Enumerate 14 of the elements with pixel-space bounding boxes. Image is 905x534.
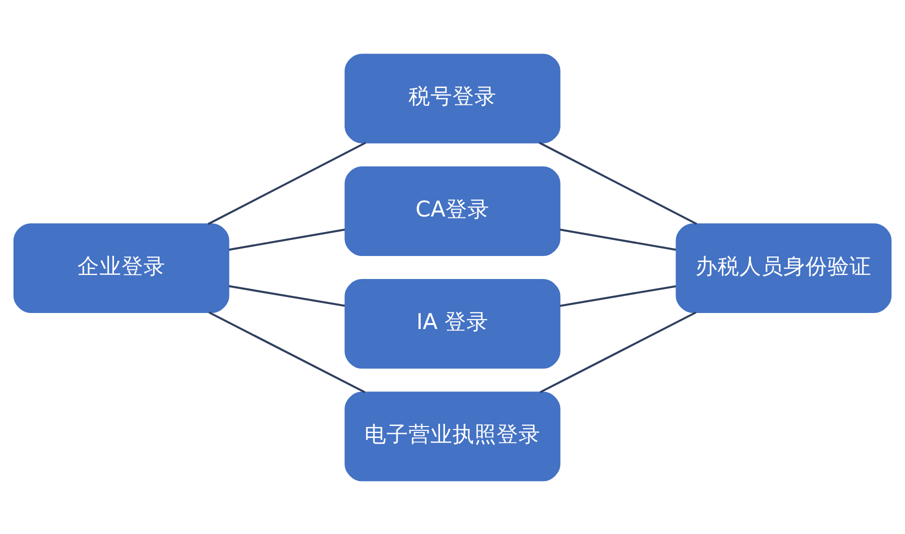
connector xyxy=(208,141,366,224)
node-box: CA登录 xyxy=(344,166,560,256)
connector xyxy=(228,284,345,306)
connector xyxy=(228,228,345,250)
connector xyxy=(560,228,676,250)
node-box: 办税人员身份验证 xyxy=(676,222,892,312)
node-box: 税号登录 xyxy=(344,53,560,143)
node-box: 企业登录 xyxy=(13,222,230,312)
connector xyxy=(560,284,676,306)
connector xyxy=(208,310,366,393)
node-box: 电子营业执照登录 xyxy=(344,391,560,481)
connector xyxy=(538,141,698,224)
node-box: IA 登录 xyxy=(344,278,560,368)
connector xyxy=(540,310,696,393)
